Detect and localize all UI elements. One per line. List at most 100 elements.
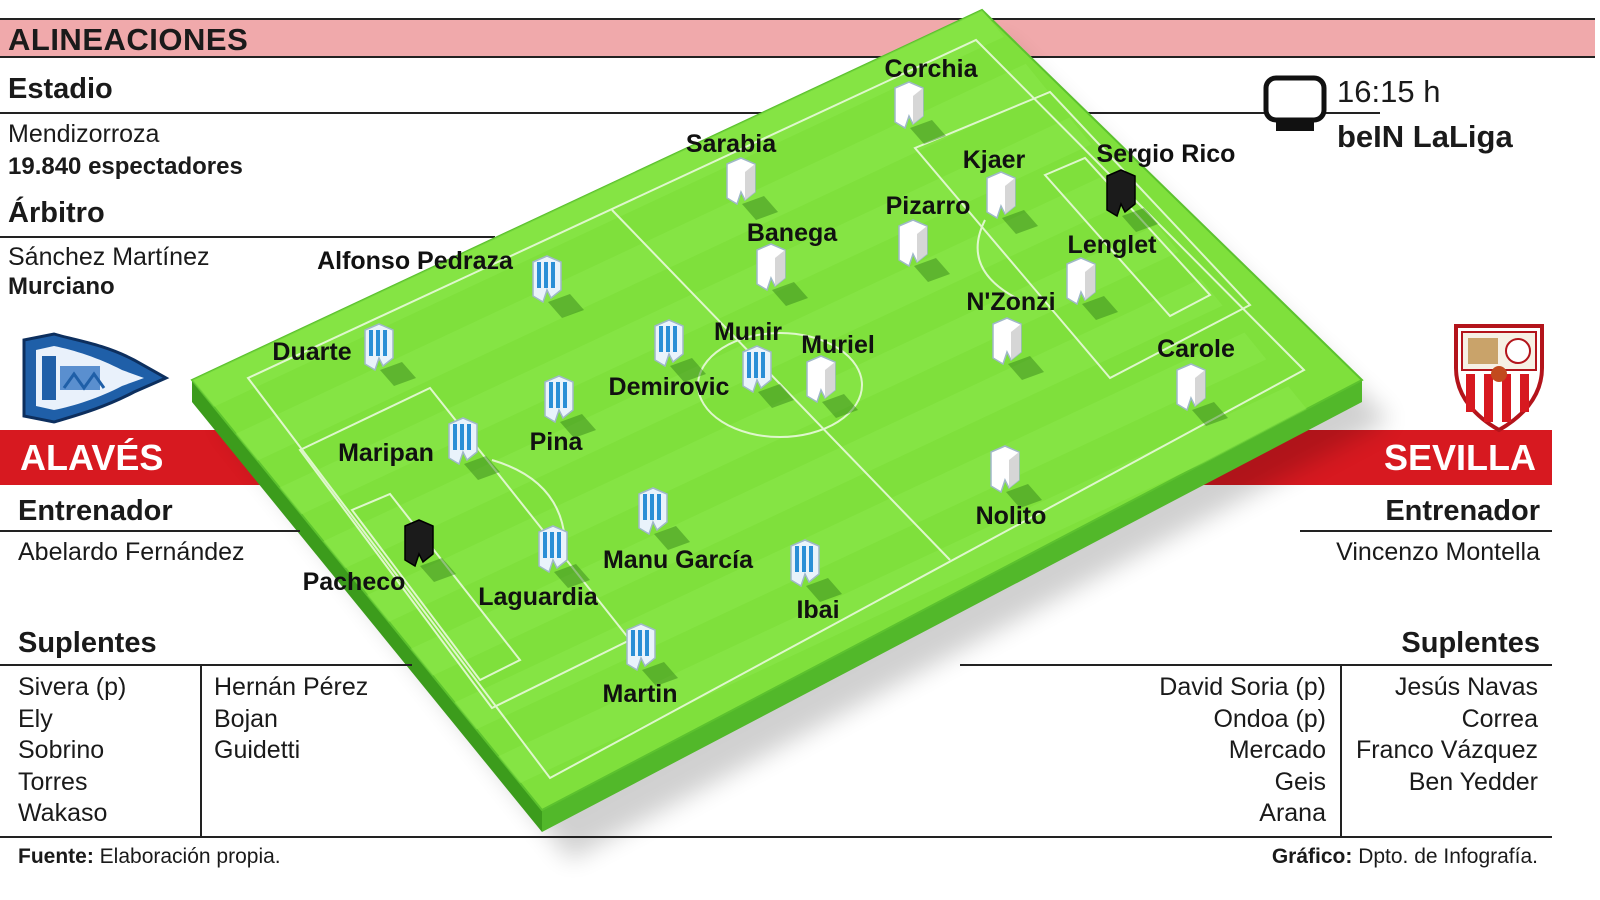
tv-icon (1263, 75, 1327, 131)
broadcast-channel: beIN LaLiga (1337, 119, 1513, 154)
list-item: David Soria (p) (1159, 673, 1326, 701)
away-player-name: Carole (1157, 335, 1235, 363)
home-player-name: Maripan (338, 439, 434, 467)
home-player-figure (404, 519, 456, 582)
home-player-name: Pina (530, 428, 584, 456)
divider (0, 664, 412, 666)
home-player-name: Demirovic (609, 373, 730, 401)
divider (0, 236, 495, 238)
away-player-figure (898, 219, 950, 282)
home-coach: Abelardo Fernández (18, 538, 245, 566)
away-player-figure (1066, 257, 1118, 320)
referee-region: Murciano (8, 273, 115, 300)
home-player-name: Ibai (796, 596, 839, 624)
home-player-name: Alfonso Pedraza (317, 247, 514, 275)
list-item: Jesús Navas (1394, 673, 1538, 701)
source-label: Fuente: (18, 845, 94, 868)
list-item: Ely (18, 704, 53, 733)
home-player-figure (364, 323, 416, 386)
list-item: Franco Vázquez (1355, 736, 1538, 764)
list-item: Arana (1259, 799, 1326, 827)
away-player-figure (726, 157, 778, 220)
list-item: Wakaso (18, 799, 108, 827)
alaves-crest-icon (22, 332, 170, 424)
home-player-figure (626, 623, 678, 686)
list-item: Torres (18, 767, 88, 796)
away-player-name: Sarabia (686, 130, 777, 158)
divider (0, 836, 1552, 838)
home-player-figure (448, 417, 500, 480)
stadium-label: Estadio (8, 73, 113, 105)
list-item: Geis (1274, 767, 1326, 796)
broadcast-time: 16:15 h (1337, 74, 1441, 109)
away-player-name: Banega (747, 219, 838, 247)
away-coach-label: Entrenador (1385, 495, 1540, 527)
divider (0, 530, 300, 532)
list-item: Hernán Pérez (214, 673, 369, 701)
home-player-figure (544, 375, 596, 438)
list-item: Guidetti (214, 736, 301, 764)
divider (960, 664, 1552, 666)
away-player-name: Corchia (884, 55, 978, 83)
away-player-name: Lenglet (1068, 231, 1158, 259)
title-band (0, 18, 1595, 58)
home-player-figure (742, 345, 794, 408)
away-subs-col1: David Soria (p) Ondoa (p) Mercado Geis A… (1159, 672, 1326, 830)
list-item: Bojan (214, 704, 278, 733)
list-item: Mercado (1228, 736, 1326, 764)
list-item: Sivera (p) (18, 673, 127, 701)
away-player-figure (1106, 169, 1158, 232)
away-player-figure (992, 317, 1044, 380)
home-player-figure (532, 255, 584, 318)
home-player-figure (654, 319, 706, 382)
footer-graphic: Gráfico: Dpto. de Infografía. (1272, 845, 1538, 869)
source-text: Elaboración propia. (99, 845, 281, 868)
stadium-name: Mendizorroza (8, 120, 160, 148)
away-player-name: Pizarro (886, 192, 971, 220)
referee-label: Árbitro (8, 197, 105, 229)
home-player-figure (790, 539, 842, 602)
away-player-name: Sergio Rico (1097, 140, 1236, 168)
away-player-figure (986, 171, 1038, 234)
home-player-name: Pacheco (303, 568, 406, 596)
away-subs-label: Suplentes (1401, 627, 1540, 659)
home-subs-label: Suplentes (18, 627, 157, 659)
divider (200, 664, 202, 836)
list-item: Correa (1461, 704, 1538, 733)
referee-name: Sánchez Martínez (8, 243, 210, 271)
home-coach-label: Entrenador (18, 495, 173, 527)
away-player-figure (756, 243, 808, 306)
home-player-name: Duarte (272, 338, 351, 366)
list-item: Ben Yedder (1408, 767, 1538, 796)
away-player-name: N'Zonzi (966, 288, 1055, 316)
away-player-figure (990, 445, 1042, 508)
attendance: 19.840 espectadores (8, 153, 243, 180)
home-subs-col2: Hernán Pérez Bojan Guidetti (214, 672, 368, 767)
away-player-figure (1176, 363, 1228, 426)
graphic-label: Gráfico: (1271, 845, 1353, 868)
away-player-name: Muriel (801, 331, 875, 359)
away-team-name: SEVILLA (1383, 437, 1536, 478)
away-subs-col2: Jesús Navas Correa Franco Vázquez Ben Ye… (1356, 672, 1538, 798)
away-player-figure (894, 81, 946, 144)
away-player-name: Kjaer (963, 146, 1026, 174)
away-player-name: Nolito (976, 502, 1047, 530)
home-player-name: Munir (714, 318, 782, 346)
home-player-name: Manu García (603, 546, 754, 574)
graphic-text: Dpto. de Infografía. (1358, 845, 1538, 868)
sevilla-crest-icon (1454, 324, 1544, 433)
home-player-name: Laguardia (478, 583, 599, 611)
list-item: Ondoa (p) (1213, 704, 1326, 733)
divider (1340, 664, 1342, 836)
away-coach: Vincenzo Montella (1336, 538, 1540, 566)
home-player-figure (538, 525, 590, 588)
home-player-figure (638, 487, 690, 550)
divider (1300, 530, 1552, 532)
away-player-figure (806, 355, 858, 418)
footer-source: Fuente: Elaboración propia. (18, 845, 281, 869)
home-player-name: Martin (603, 680, 678, 708)
home-team-name: ALAVÉS (20, 437, 164, 478)
page-title: ALINEACIONES (8, 22, 249, 57)
home-subs-col1: Sivera (p) Ely Sobrino Torres Wakaso (18, 672, 126, 830)
